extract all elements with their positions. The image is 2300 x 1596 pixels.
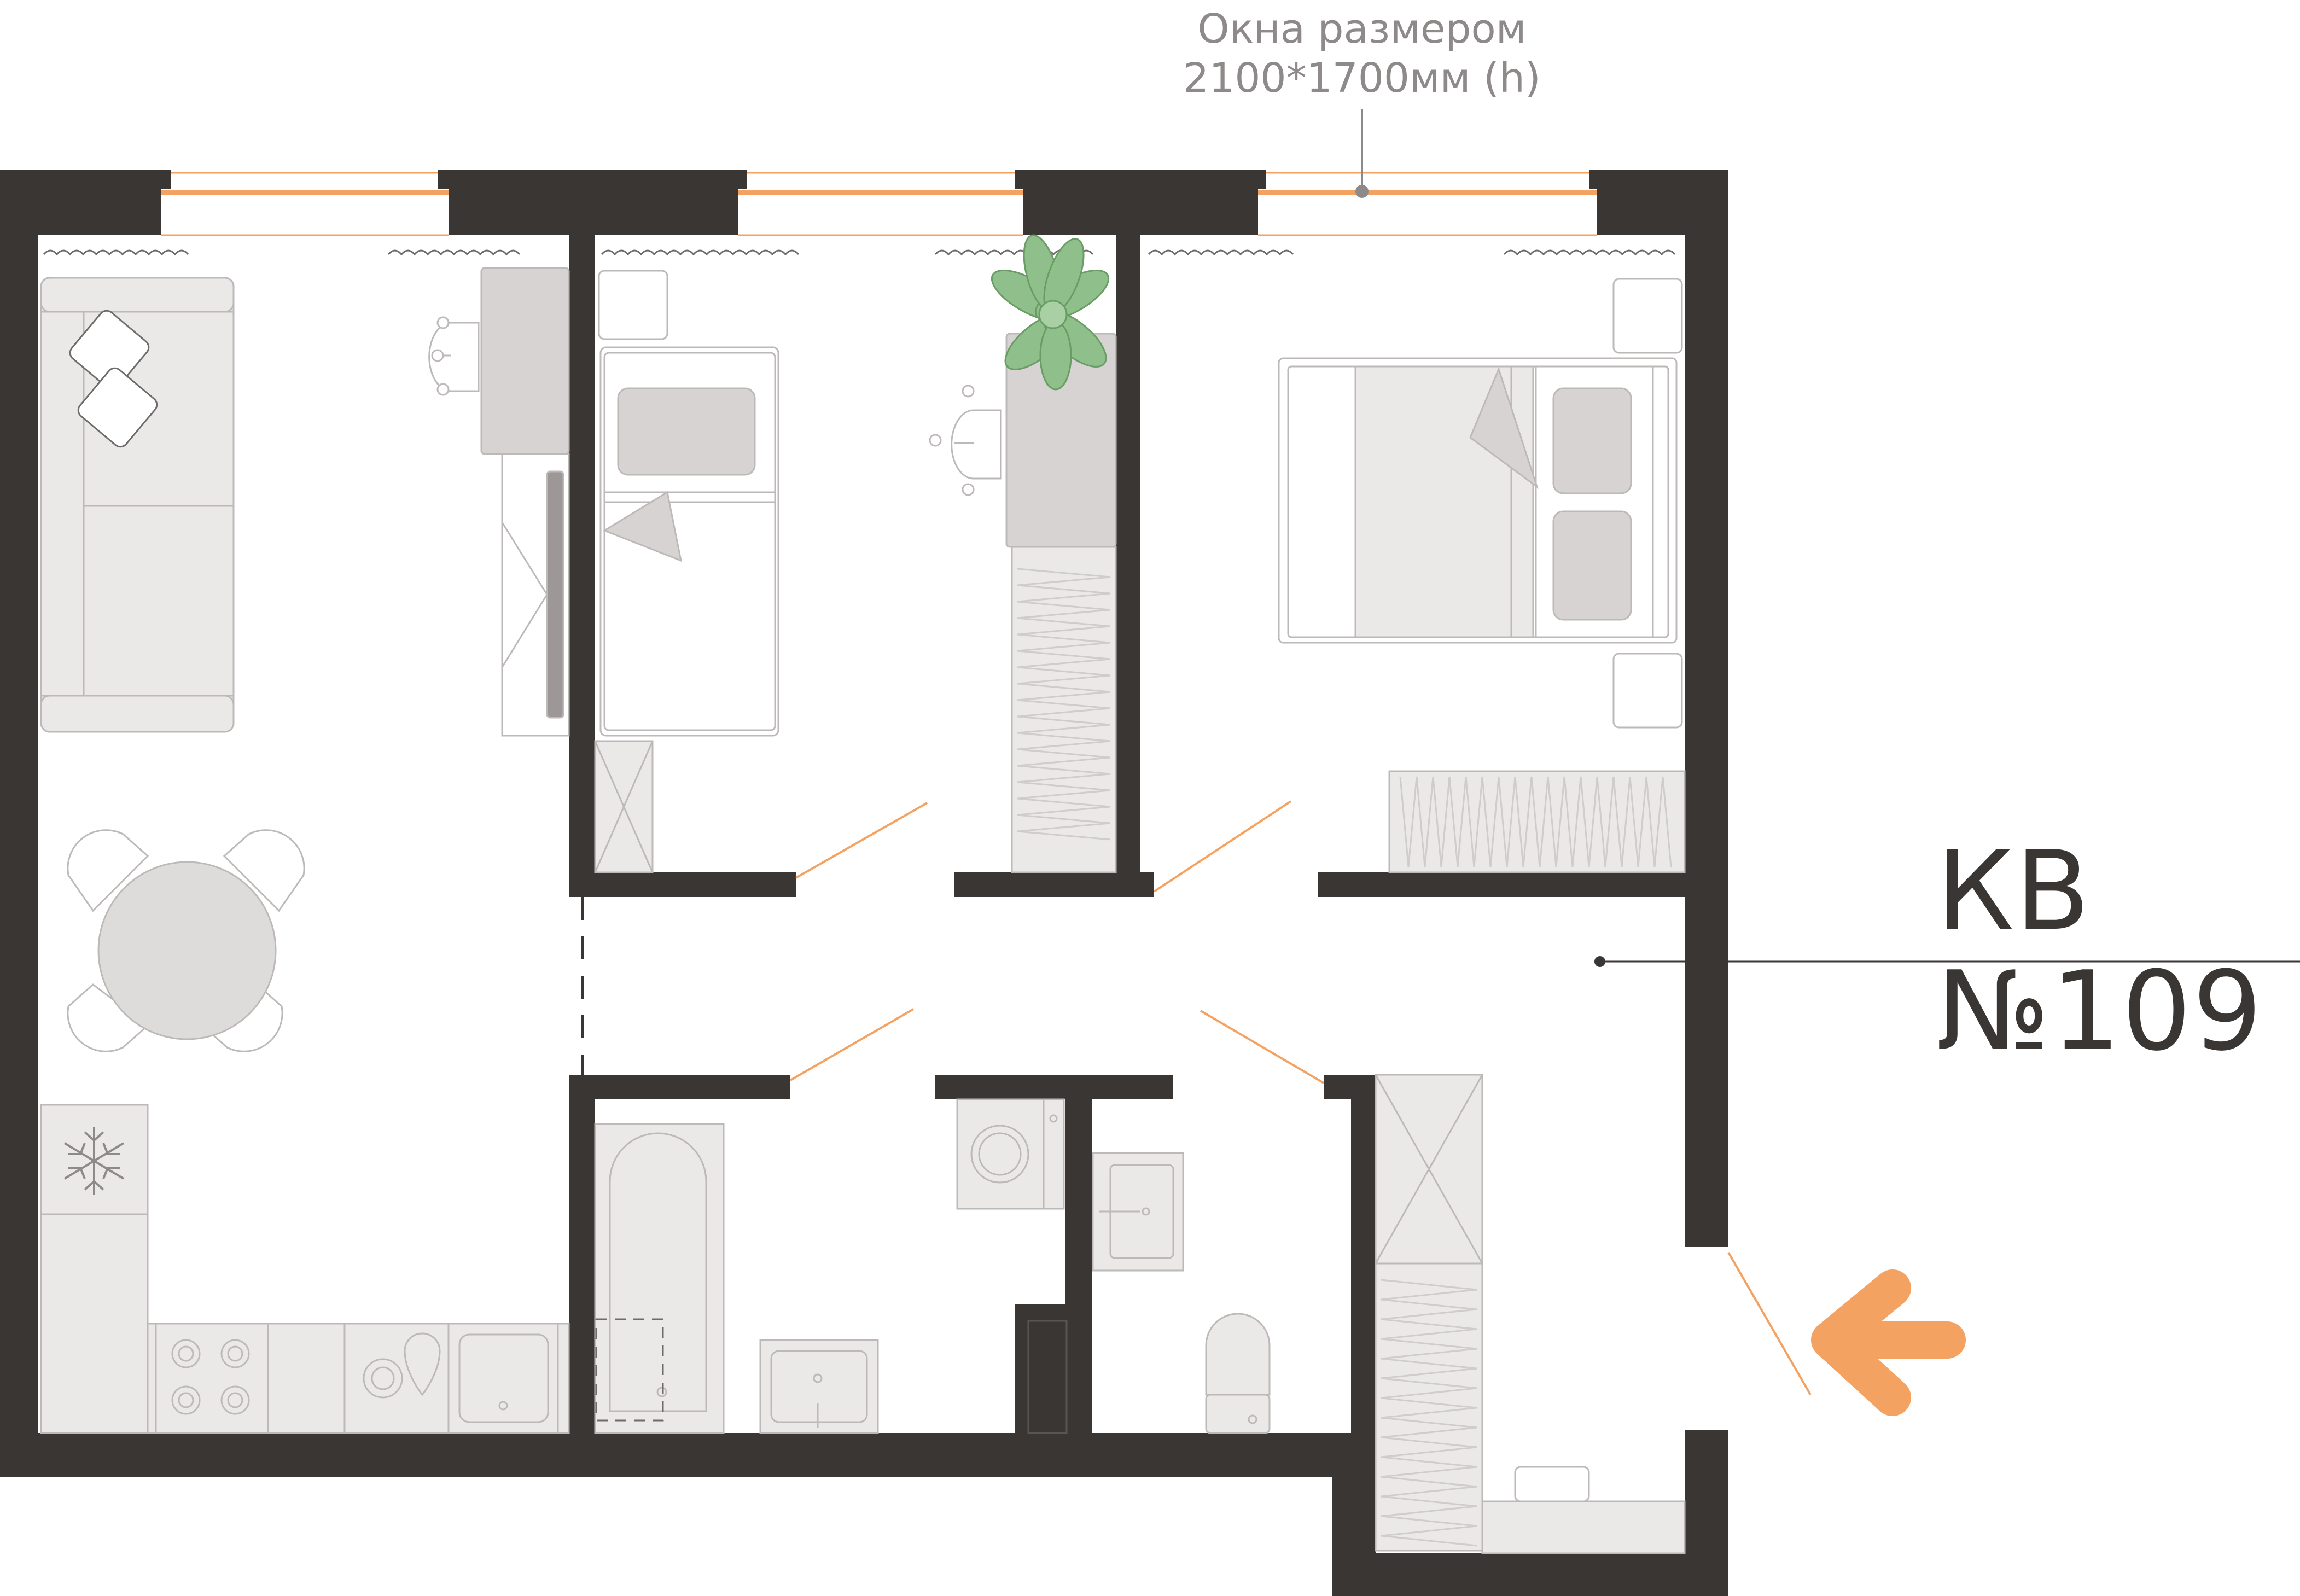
wall-top-2b bbox=[449, 189, 738, 235]
washing-machine bbox=[956, 1098, 1065, 1210]
desk bbox=[428, 267, 570, 455]
nightstand bbox=[1612, 653, 1683, 729]
toilet bbox=[1205, 1313, 1271, 1434]
walls bbox=[0, 170, 1728, 1596]
sofa bbox=[40, 277, 235, 733]
hallway bbox=[1375, 1074, 1686, 1554]
wall-int-2 bbox=[1116, 235, 1140, 894]
wall-int-11 bbox=[1351, 1075, 1376, 1452]
cushion bbox=[69, 310, 150, 391]
wall-top-2 bbox=[438, 170, 747, 189]
wall-int-9 bbox=[569, 1075, 595, 1452]
curtains bbox=[43, 249, 1676, 256]
bathtub bbox=[594, 1123, 725, 1434]
nightstand bbox=[1612, 278, 1683, 354]
door-swings bbox=[789, 800, 1812, 1395]
window-2 bbox=[738, 170, 1023, 236]
wall-right-mid bbox=[1685, 875, 1728, 1247]
bedroom-2 bbox=[1278, 278, 1686, 873]
double-bed bbox=[1278, 357, 1678, 644]
wardrobe-small bbox=[594, 740, 654, 873]
bath-sink bbox=[759, 1339, 879, 1434]
window-note-dot bbox=[1355, 185, 1369, 198]
living-room bbox=[40, 267, 570, 1434]
wall-top-3 bbox=[1015, 170, 1266, 189]
wardrobe-wide bbox=[1388, 770, 1686, 873]
toilet-sink bbox=[1092, 1152, 1184, 1272]
wall-int-3 bbox=[569, 872, 796, 897]
wardrobe-tall bbox=[1011, 546, 1117, 873]
wall-int-6 bbox=[569, 1075, 790, 1099]
wall-int-4 bbox=[954, 872, 1154, 897]
window-3 bbox=[1258, 170, 1597, 236]
wall-int-5 bbox=[1318, 872, 1728, 897]
hall-bench bbox=[1481, 1466, 1686, 1554]
hall-wardrobe bbox=[1375, 1074, 1483, 1552]
window-note-line1: Окна размером bbox=[1197, 5, 1527, 53]
wall-left bbox=[0, 170, 38, 1477]
bedroom-1 bbox=[594, 234, 1117, 873]
wall-right-upper bbox=[1685, 170, 1728, 894]
window-size-note: Окна размером 2100*1700мм (h) bbox=[1138, 4, 1586, 103]
snowflake-icon bbox=[63, 1127, 125, 1195]
window-1 bbox=[161, 170, 449, 236]
kitchen bbox=[40, 1104, 570, 1434]
bathroom bbox=[594, 1098, 1271, 1434]
wall-int-1 bbox=[569, 235, 595, 894]
wall-bottom-right bbox=[1332, 1553, 1728, 1596]
wall-top-3b bbox=[1023, 189, 1258, 235]
cushion bbox=[77, 367, 158, 448]
window-note-line2: 2100*1700мм (h) bbox=[1183, 55, 1541, 102]
dining-set bbox=[67, 829, 305, 1052]
nightstand bbox=[598, 270, 668, 340]
windows bbox=[161, 109, 1597, 236]
wall-bottom-left bbox=[0, 1433, 1351, 1477]
wall-int-7 bbox=[935, 1075, 1173, 1099]
apartment-leader-dot bbox=[1594, 956, 1605, 967]
shaft bbox=[1027, 1320, 1068, 1434]
tv-stand bbox=[501, 453, 570, 737]
single-bed bbox=[599, 346, 779, 737]
entrance-arrow-icon bbox=[1811, 1269, 1966, 1416]
apartment-title: КВ №109 bbox=[1936, 828, 2263, 1075]
wall-bottom-step bbox=[1332, 1433, 1376, 1596]
plant-icon bbox=[991, 234, 1110, 391]
wall-int-10 bbox=[1065, 1075, 1092, 1452]
